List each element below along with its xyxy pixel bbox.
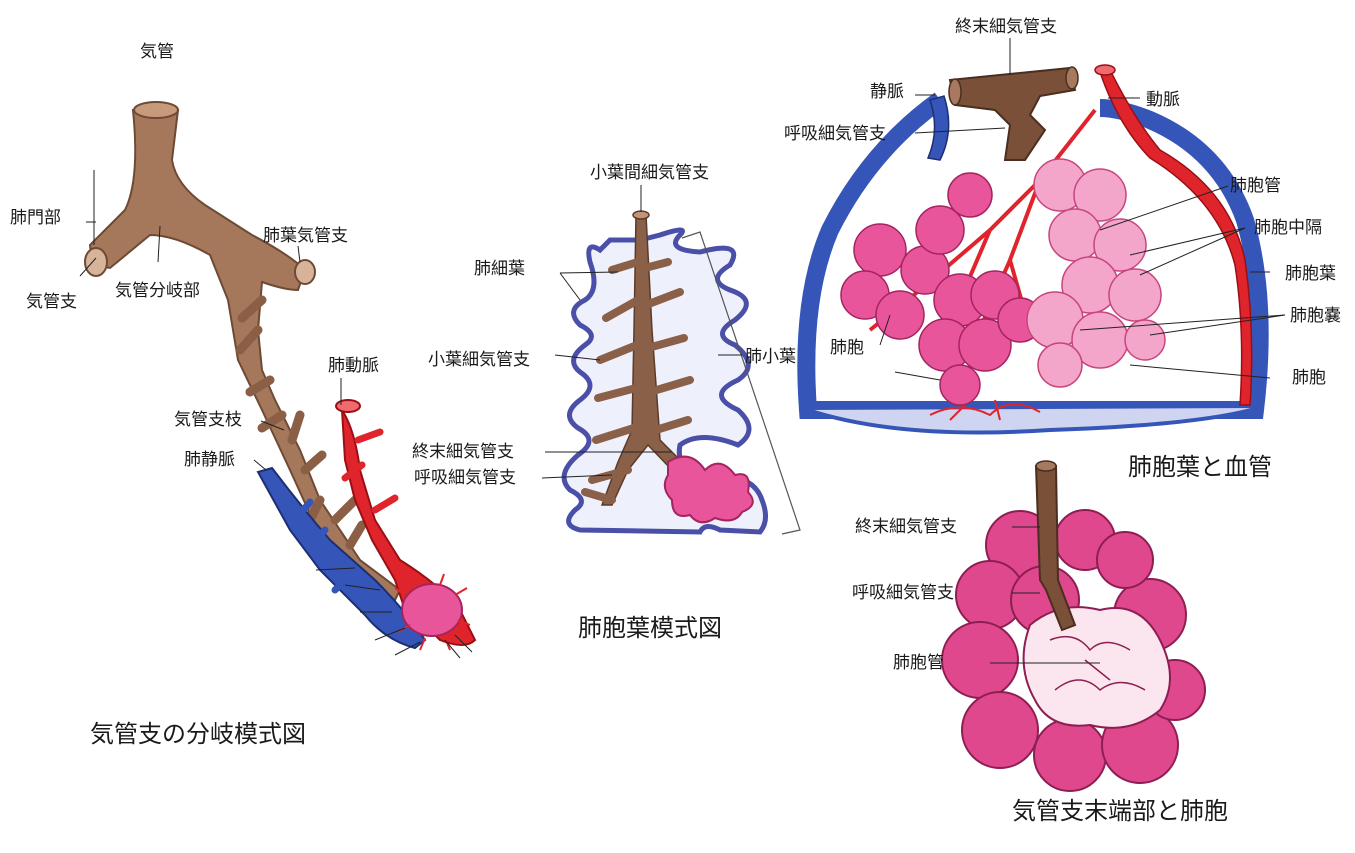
label-alveolar-duct-fig4: 肺胞管	[893, 653, 944, 673]
caption-figure4: 気管支末端部と肺胞	[1012, 797, 1228, 825]
label-alveolar-septum: 肺胞中隔	[1254, 218, 1322, 238]
label-pulmonary-artery: 肺動脈	[328, 356, 379, 376]
trachea-shape	[90, 110, 400, 600]
fig1-alveolar-cluster	[402, 584, 462, 636]
label-respiratory-bronchiole-fig4: 呼吸細気管支	[852, 583, 954, 603]
label-bronchial-branch: 気管支枝	[174, 410, 242, 430]
label-pulmonary-vein: 肺静脈	[184, 450, 235, 470]
lobule-alveolar-cluster	[665, 457, 753, 523]
label-lobar-bronchus: 肺葉気管支	[263, 226, 348, 246]
terminal-bronchiole-left-opening	[949, 79, 961, 105]
artery-opening	[336, 400, 360, 412]
label-terminal-bronchiole-fig3: 終末細気管支	[955, 17, 1057, 37]
label-alveolar-sac: 肺胞嚢	[1290, 306, 1341, 326]
label-alveolus-right: 肺胞	[1292, 368, 1326, 388]
label-respiratory-bronchiole-fig3: 呼吸細気管支	[784, 124, 886, 144]
label-bronchus: 気管支	[26, 292, 77, 312]
label-trachea: 気管	[140, 42, 174, 62]
artery-vessel-opening	[1095, 65, 1115, 75]
label-hilum: 肺門部	[10, 208, 61, 228]
caption-figure3: 肺胞葉と血管	[1128, 453, 1272, 481]
label-alveolar-lobule: 肺胞葉	[1285, 264, 1336, 284]
caption-figure1: 気管支の分岐模式図	[90, 720, 306, 748]
lobule-floor	[808, 408, 1258, 433]
fig4-tube-opening	[1036, 461, 1056, 471]
label-terminal-bronchiole-fig4: 終末細気管支	[855, 517, 957, 537]
label-alveolar-duct-fig3: 肺胞管	[1230, 176, 1281, 196]
label-lung-lobule: 肺小葉	[745, 347, 796, 367]
lobar-bronchus-opening	[295, 260, 315, 284]
label-bifurcation: 気管分岐部	[115, 281, 200, 301]
opened-alveolar-duct	[1024, 607, 1170, 728]
vein-vessel	[928, 96, 949, 160]
figure4-terminal-alveoli	[942, 461, 1205, 791]
label-terminal-bronchiole-fig2: 終末細気管支	[412, 442, 514, 462]
label-vein: 静脈	[870, 82, 904, 102]
label-interlobular-bronchiole: 小葉間細気管支	[590, 163, 709, 183]
label-pulmonary-lobule-small: 肺細葉	[474, 259, 525, 279]
terminal-bronchiole-right-opening	[1066, 67, 1078, 89]
figure1-bronchial-tree	[80, 102, 475, 658]
label-artery: 動脈	[1146, 90, 1180, 110]
caption-figure2: 肺胞葉模式図	[578, 614, 722, 642]
bronchus-opening	[85, 248, 107, 276]
label-respiratory-bronchiole-fig2: 呼吸細気管支	[414, 468, 516, 488]
trachea-opening	[134, 102, 178, 118]
lobule-trunk-opening	[633, 211, 649, 219]
label-alveolus-left: 肺胞	[830, 338, 864, 358]
terminal-bronchiole-shape	[950, 68, 1075, 160]
pulmonary-vein-shape	[258, 468, 425, 648]
label-lobular-bronchiole: 小葉細気管支	[428, 350, 530, 370]
